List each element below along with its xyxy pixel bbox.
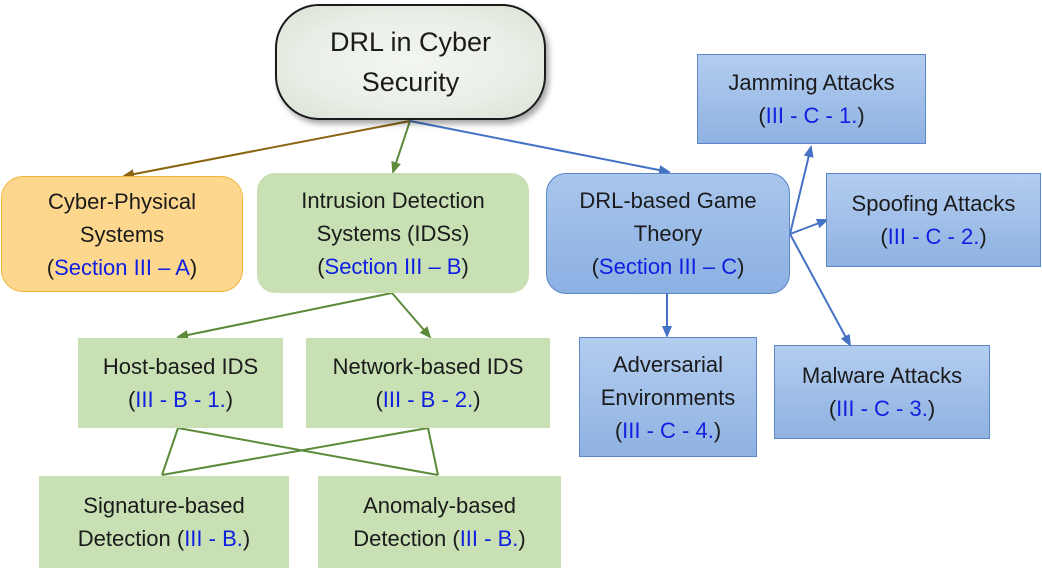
malware-ref: III - C - 3. — [836, 396, 928, 421]
spoofing-ref-line: (III - C - 2.) — [880, 224, 987, 249]
edge-game-spoofing — [789, 218, 829, 235]
jamming-line1: Jamming Attacks — [728, 70, 895, 95]
jamming-ref-line: (III - C - 1.) — [758, 103, 865, 128]
edge-cross-connector — [161, 427, 439, 476]
edge-root-cps — [122, 120, 411, 180]
edge-game-jamming — [789, 145, 814, 235]
edge-game-malware — [789, 233, 851, 347]
ids-line2: Systems (IDSs) — [316, 220, 470, 246]
cps-line1: Cyber-Physical — [48, 188, 196, 214]
edge-ids-network — [391, 292, 432, 339]
network-ids-line1: Network-based IDS — [332, 354, 524, 379]
signature-line2: Detection (III - B.) — [77, 526, 251, 551]
edge-ids-host — [176, 292, 393, 340]
anomaly-line1: Anomaly-based — [363, 493, 516, 518]
ids-ref-line: (Section III – B) — [317, 253, 469, 279]
network-ids-ref: III - B - 2. — [382, 387, 474, 412]
adversarial-environments-node: Adversarial Environments (III - C - 4.) — [579, 337, 757, 457]
adversarial-line1: Adversarial — [612, 351, 724, 377]
root-line2: Security — [361, 67, 460, 97]
anomaly-detection-node: Anomaly-based Detection (III - B.) — [318, 476, 561, 568]
spoofing-attacks-node: Spoofing Attacks (III - C - 2.) — [826, 173, 1041, 267]
anomaly-ref: III - B. — [459, 526, 519, 551]
spoofing-line1: Spoofing Attacks — [851, 191, 1016, 216]
game-theory-node: DRL-based Game Theory (Section III – C) — [546, 173, 790, 294]
malware-ref-line: (III - C - 3.) — [828, 396, 936, 421]
jamming-attacks-node: Jamming Attacks (III - C - 1.) — [697, 54, 926, 144]
host-ids-ref: III - B - 1. — [135, 387, 226, 412]
signature-detection-node: Signature-based Detection (III - B.) — [39, 476, 289, 568]
malware-attacks-node: Malware Attacks (III - C - 3.) — [774, 345, 990, 439]
cps-ref-line: (Section III – A) — [46, 254, 198, 280]
root-node: DRL in Cyber Security — [275, 4, 546, 120]
malware-line1: Malware Attacks — [801, 363, 963, 388]
edge-root-game — [409, 120, 671, 175]
game-line2: Theory — [633, 221, 703, 246]
ids-line1: Intrusion Detection — [301, 187, 485, 213]
spoofing-ref: III - C - 2. — [887, 224, 980, 249]
anomaly-line2: Detection (III - B.) — [353, 526, 526, 551]
signature-line2-prefix: Detection — [77, 526, 177, 551]
host-ids-line1: Host-based IDS — [102, 354, 259, 379]
edge-root-ids — [391, 120, 411, 174]
ids-ref: Section III – B — [324, 253, 462, 279]
anomaly-line2-prefix: Detection — [353, 526, 453, 551]
jamming-ref: III - C - 1. — [765, 103, 858, 128]
adversarial-line2: Environments — [600, 384, 736, 410]
signature-ref: III - B. — [184, 526, 243, 551]
signature-line1: Signature-based — [83, 493, 245, 518]
game-ref-line: (Section III – C) — [591, 254, 745, 279]
network-ids-node: Network-based IDS (III - B - 2.) — [306, 338, 550, 428]
root-line1: DRL in Cyber — [329, 27, 492, 57]
host-ids-node: Host-based IDS (III - B - 1.) — [78, 338, 283, 428]
cps-ref: Section III – A — [54, 254, 190, 280]
ids-node: Intrusion Detection Systems (IDSs) (Sect… — [257, 173, 529, 293]
cps-node: Cyber-Physical Systems (Section III – A) — [1, 176, 243, 292]
game-line1: DRL-based Game — [579, 188, 757, 213]
network-ids-ref-line: (III - B - 2.) — [375, 387, 481, 412]
adversarial-ref: III - C - 4. — [622, 417, 714, 443]
host-ids-ref-line: (III - B - 1.) — [127, 387, 234, 412]
cps-line2: Systems — [79, 221, 165, 247]
game-ref: Section III – C — [598, 254, 738, 279]
adversarial-ref-line: (III - C - 4.) — [614, 417, 722, 443]
